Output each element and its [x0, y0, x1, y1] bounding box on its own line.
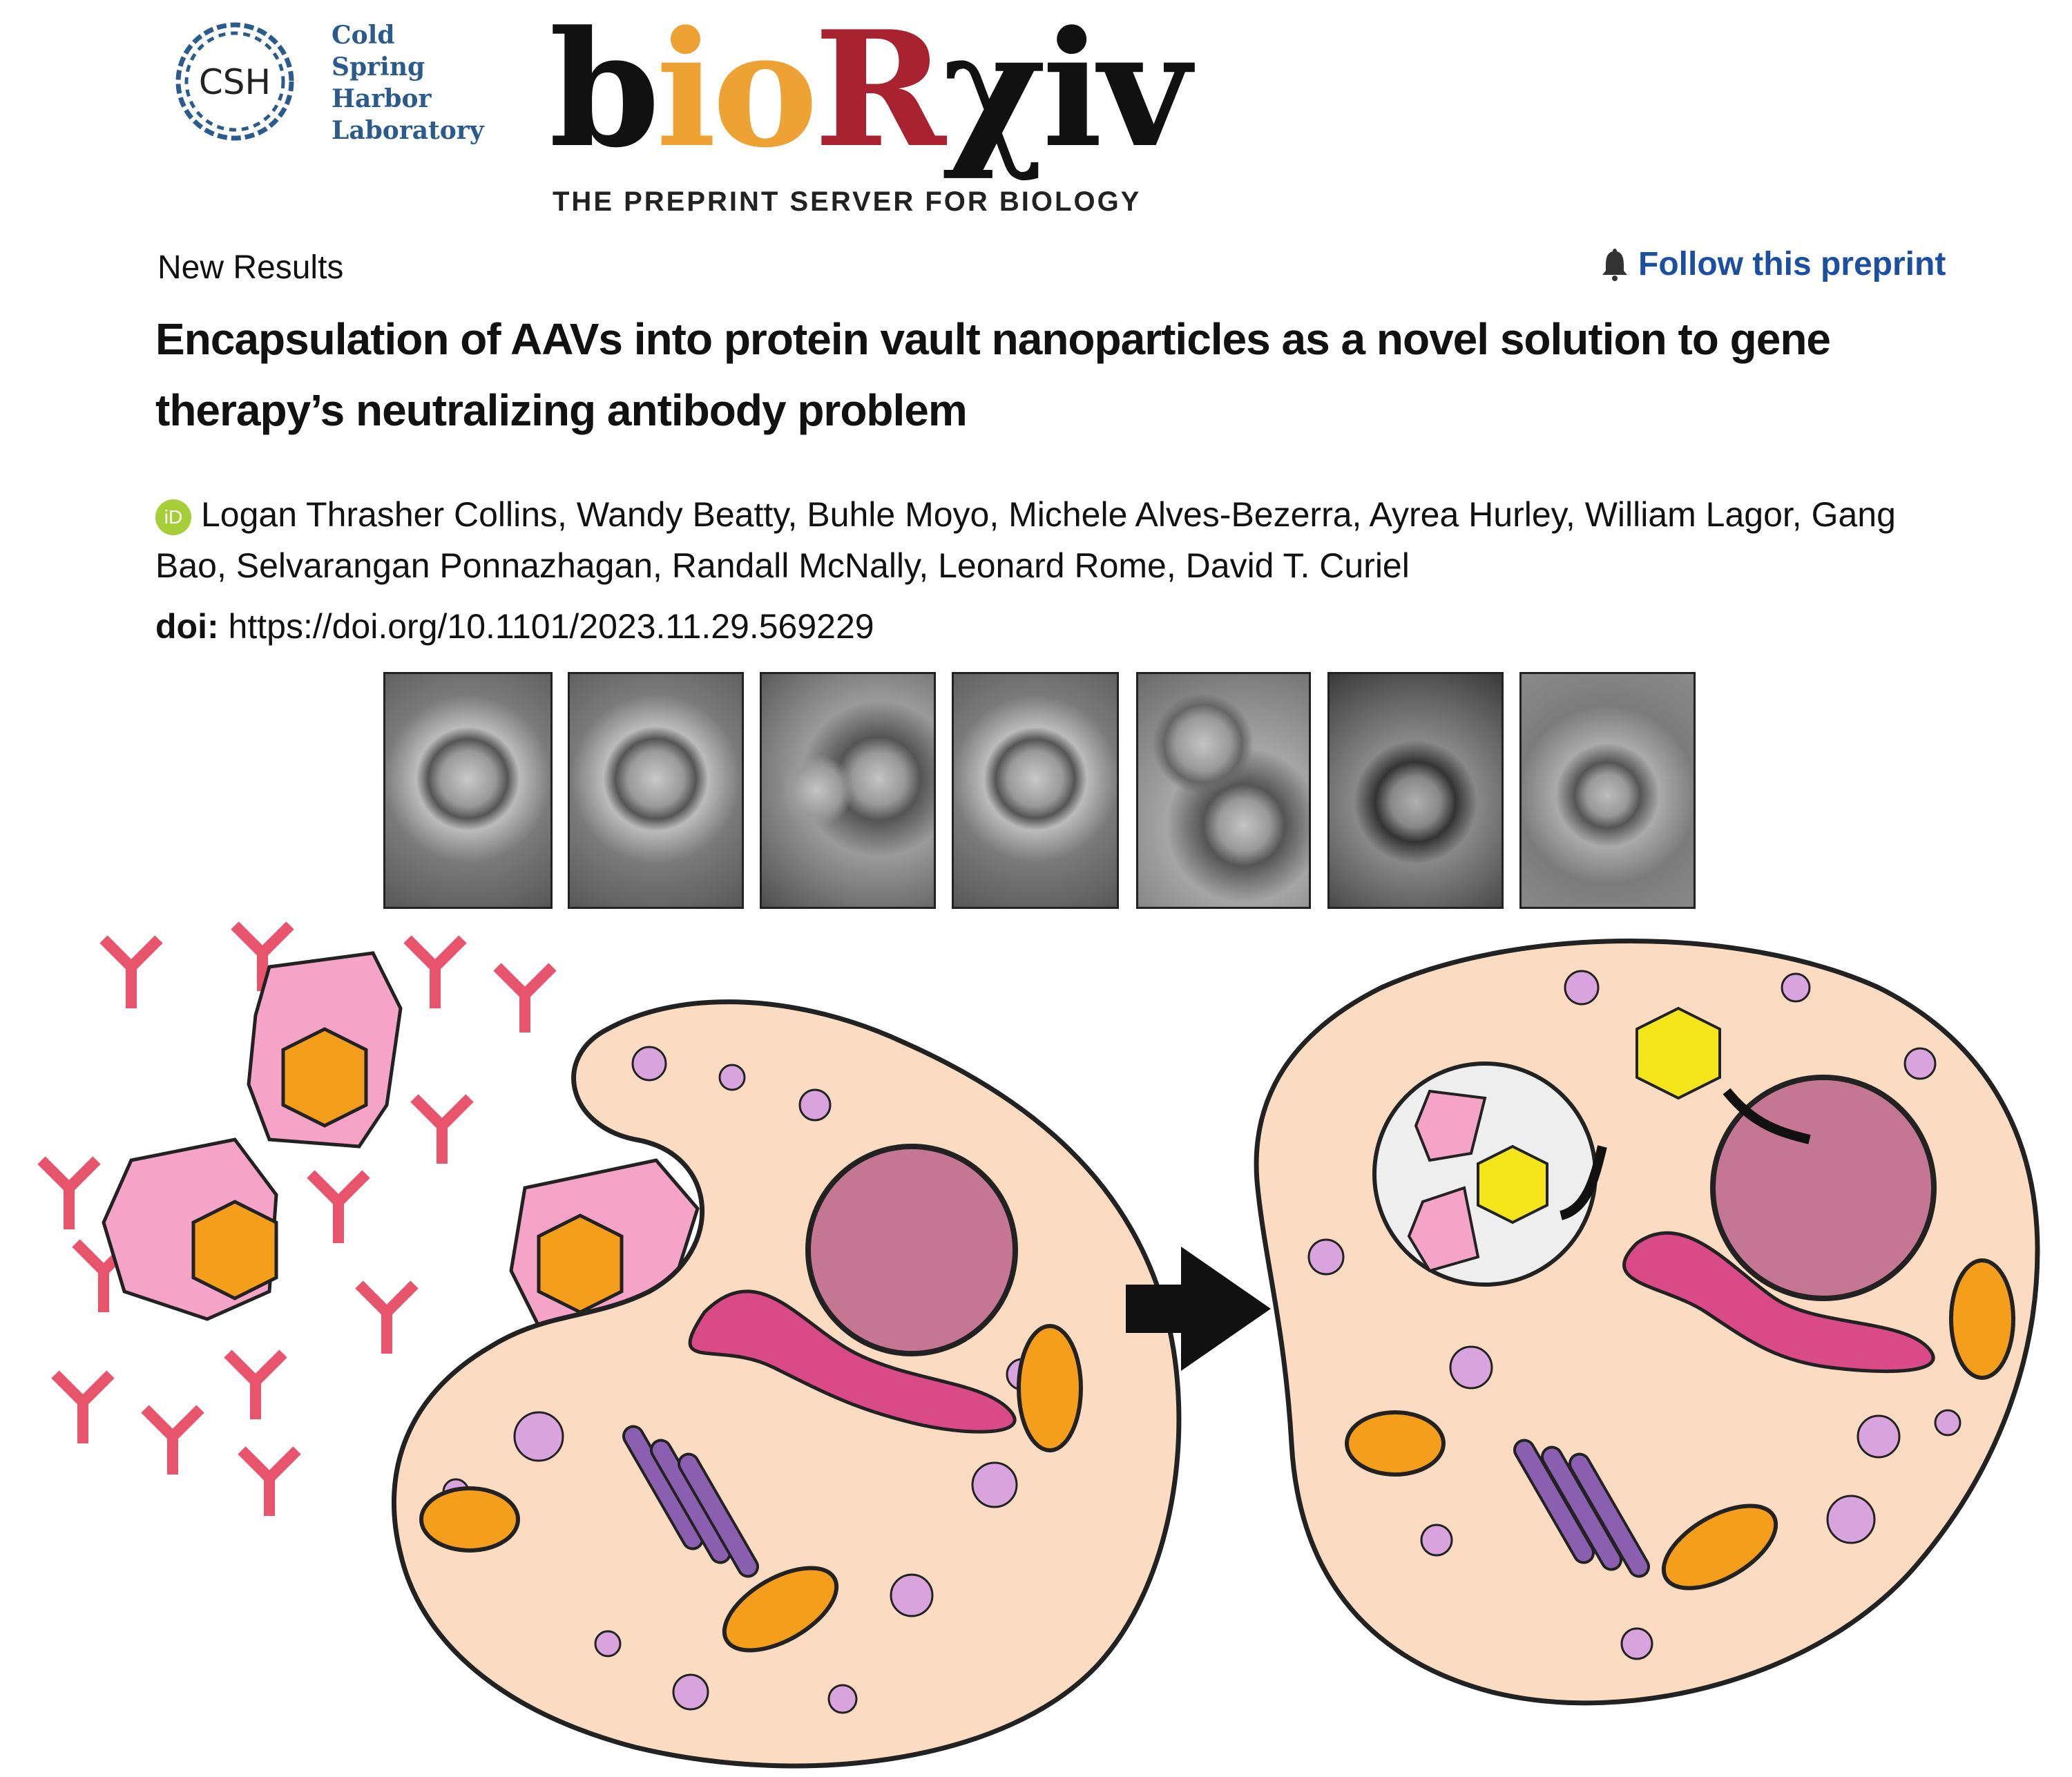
bell-icon [1602, 248, 1627, 281]
orcid-icon[interactable]: iD [155, 499, 191, 535]
csh-line: Spring [332, 52, 425, 81]
csh-logo: CSH [175, 22, 294, 141]
em-image [1136, 672, 1311, 909]
csh-name: Cold Spring Harbor Laboratory [332, 19, 484, 146]
em-image [952, 672, 1119, 909]
left-golgi [622, 1425, 759, 1578]
aav-capsid [1635, 1006, 1721, 1100]
follow-label: Follow this preprint [1638, 246, 1946, 282]
follow-preprint-button[interactable]: Follow this preprint [1601, 245, 1946, 283]
vault-particles [102, 951, 700, 1356]
right-mitochondrion [1661, 1504, 1778, 1591]
vault-halves [1407, 1089, 1487, 1273]
em-image [568, 672, 744, 909]
right-nucleus [1710, 1075, 1937, 1301]
nuclear-entry-arrow-icon [1723, 1088, 1811, 1144]
escape-arrow-icon [1559, 1145, 1607, 1220]
article-title: Encapsulation of AAVs into protein vault… [155, 314, 1831, 435]
left-er [688, 1289, 1017, 1434]
left-mitochondrion [1017, 1324, 1083, 1452]
doi-link[interactable]: https://doi.org/10.1101/2023.11.29.56922… [228, 607, 874, 646]
article-section: New Results [157, 249, 344, 286]
right-mitochondrion [1949, 1258, 2015, 1380]
left-mitochondrion [419, 1486, 520, 1553]
authors-text[interactable]: Logan Thrasher Collins, Wandy Beatty, Bu… [155, 495, 1896, 585]
aav-capsid [1477, 1144, 1548, 1224]
left-mitochondrion [722, 1566, 839, 1653]
antibodies [37, 921, 557, 1516]
right-er [1622, 1231, 1935, 1374]
em-image [1327, 672, 1504, 909]
csh-line: Harbor [332, 84, 432, 113]
right-mitochondrion [1345, 1410, 1446, 1477]
tagline: THE PREPRINT SERVER FOR BIOLOGY [553, 186, 1142, 217]
left-nucleus [805, 1144, 1018, 1356]
em-image [1519, 672, 1696, 909]
right-golgi [1513, 1439, 1650, 1578]
csh-line: Laboratory [332, 116, 484, 145]
doi: doi: https://doi.org/10.1101/2023.11.29.… [155, 606, 874, 646]
mechanism-illustration [37, 921, 2040, 1769]
arrow-icon [1126, 1247, 1271, 1371]
em-image [760, 672, 936, 909]
biorxiv-logo[interactable]: bioRχiv [549, 0, 1191, 183]
svg-text:CSH: CSH [199, 62, 271, 102]
right-organelles [1307, 970, 1961, 1660]
doi-label: doi: [155, 607, 219, 646]
em-image [383, 672, 553, 909]
csh-line: Cold [332, 21, 395, 50]
